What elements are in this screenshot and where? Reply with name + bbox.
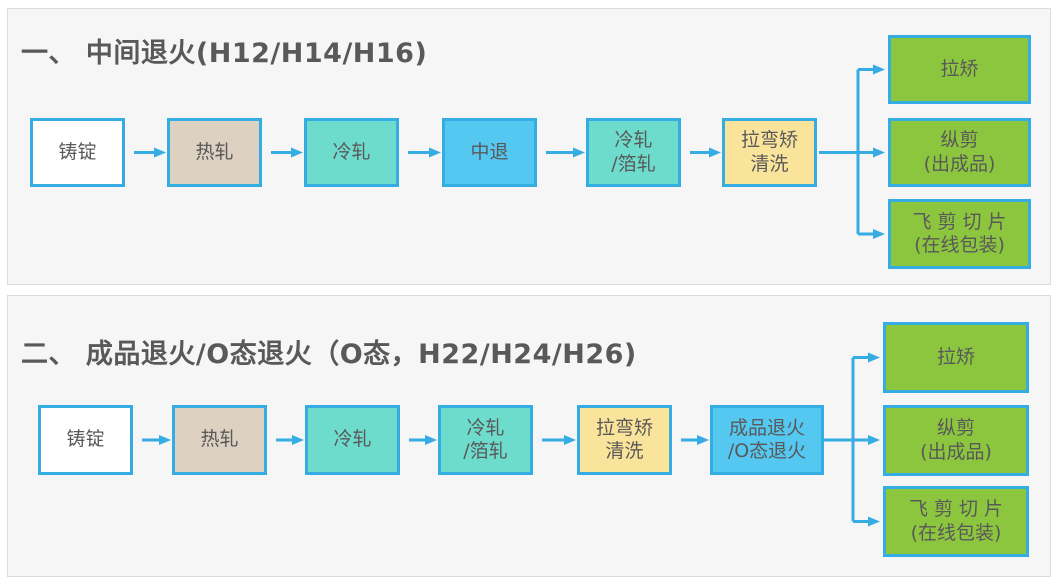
node-label: /箔轧 — [463, 440, 508, 462]
node-ingot: 铸锭 — [38, 405, 133, 475]
node-label: (在线包装) — [910, 521, 1002, 544]
section-panel-2: 二、 成品退火/O态退火（O态，H22/H24/H26) 铸锭 热轧 冷轧 冷轧… — [7, 295, 1051, 577]
node-final-annealing-o-temper: 成品退火 /O态退火 — [710, 405, 824, 475]
node-hot-rolling: 热轧 — [167, 118, 262, 187]
node-label: 清洗 — [750, 152, 789, 175]
node-stretch-straightening: 拉矫 — [888, 35, 1031, 104]
node-label: 拉弯矫 — [740, 129, 798, 152]
node-label: 冷轧 — [614, 129, 653, 152]
node-label: /O态退火 — [727, 440, 807, 462]
node-label: 铸锭 — [66, 428, 105, 451]
node-slitting: 纵剪 (出成品) — [888, 118, 1031, 187]
node-label: 纵剪 — [936, 417, 975, 440]
node-label: 飞 剪 切 片 — [908, 498, 1004, 521]
node-label: 冷轧 — [333, 428, 372, 451]
node-label: 成品退火 — [728, 416, 805, 439]
node-label: 冷轧 — [466, 416, 505, 439]
node-intermediate-annealing: 中退 — [442, 118, 537, 187]
node-label: 热轧 — [195, 140, 234, 163]
node-label: 热轧 — [200, 428, 239, 451]
node-label: 拉矫 — [940, 57, 979, 80]
node-label: 清洗 — [605, 440, 644, 462]
node-label: 纵剪 — [940, 129, 979, 152]
node-label: /箔轧 — [611, 152, 656, 175]
node-label: 铸锭 — [58, 140, 97, 163]
node-hot-rolling: 热轧 — [172, 405, 267, 475]
node-label: 拉弯矫 — [595, 416, 653, 439]
node-flying-shear-cutting: 飞 剪 切 片 (在线包装) — [888, 199, 1031, 269]
node-label: (出成品) — [923, 152, 996, 175]
node-slitting: 纵剪 (出成品) — [883, 405, 1029, 476]
node-cold-foil-rolling: 冷轧 /箔轧 — [586, 118, 681, 187]
node-cold-rolling: 冷轧 — [304, 118, 399, 187]
node-flying-shear-cutting: 飞 剪 切 片 (在线包装) — [883, 486, 1029, 557]
node-stretch-bend-leveling-cleaning: 拉弯矫 清洗 — [577, 405, 672, 475]
section-2-title: 二、 成品退火/O态退火（O态，H22/H24/H26) — [21, 339, 637, 370]
node-label: 拉矫 — [936, 345, 975, 368]
node-label: 冷轧 — [332, 140, 371, 163]
node-label: 中退 — [470, 140, 509, 163]
node-stretch-straightening: 拉矫 — [883, 322, 1029, 393]
node-ingot: 铸锭 — [30, 118, 125, 187]
node-stretch-bend-leveling-cleaning: 拉弯矫 清洗 — [722, 118, 817, 187]
section-panel-1: 一、 中间退火(H12/H14/H16) 铸锭 热轧 冷轧 中退 冷轧 /箔轧 … — [7, 8, 1051, 285]
node-label: (在线包装) — [914, 234, 1005, 256]
node-label: 飞 剪 切 片 — [912, 210, 1007, 233]
section-1-title: 一、 中间退火(H12/H14/H16) — [21, 38, 428, 69]
node-cold-foil-rolling: 冷轧 /箔轧 — [438, 405, 533, 475]
node-label: (出成品) — [920, 440, 992, 463]
node-cold-rolling: 冷轧 — [305, 405, 400, 475]
